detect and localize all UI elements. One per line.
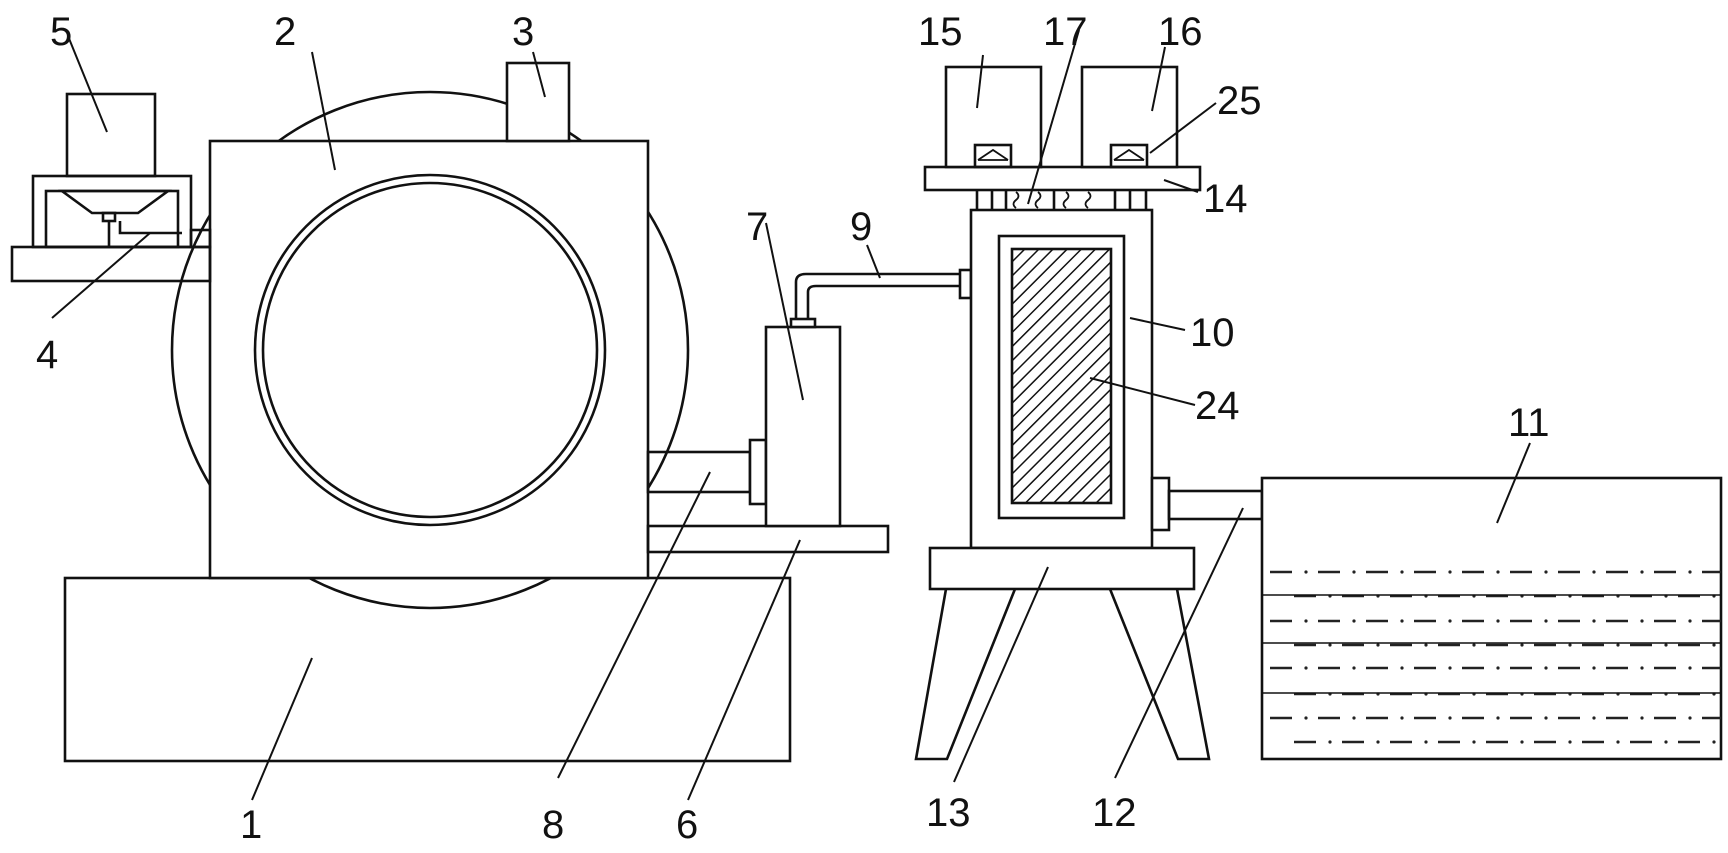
- label-15: 15: [918, 10, 963, 54]
- stand-top: [928, 546, 1196, 591]
- pump-outlet-cap: [789, 317, 817, 329]
- top-block: [505, 61, 571, 143]
- valve-25: [1109, 143, 1149, 169]
- pipe-inlet-flange: [958, 268, 973, 300]
- pump-platform: [646, 524, 890, 554]
- label-17: 17: [1043, 10, 1088, 54]
- connector-stub: [189, 228, 212, 249]
- stand: [914, 546, 1211, 761]
- filter-column: [969, 208, 1154, 550]
- water-fill: [1262, 570, 1721, 744]
- label-13: 13: [926, 791, 971, 835]
- labels: 5 2 3 4 1 8 6 7 9 15 17 16 25 14 10 24 1…: [36, 10, 1550, 847]
- feed-frame-outer: [31, 174, 193, 249]
- funnel-neck: [101, 211, 117, 223]
- filter-window-frame: [997, 234, 1126, 520]
- connecting-pipe: [794, 272, 962, 319]
- water-tank: [1260, 476, 1723, 761]
- label-2: 2: [274, 10, 296, 54]
- label-10: 10: [1190, 311, 1235, 355]
- funnel: [58, 189, 172, 215]
- base-block: [63, 576, 792, 763]
- label-7: 7: [746, 205, 768, 249]
- tank-body: [1260, 476, 1723, 761]
- label-11: 11: [1508, 401, 1550, 445]
- drum-outer-ring: [170, 90, 690, 610]
- label-5: 5: [50, 10, 72, 54]
- leader-lines: [51, 29, 1531, 801]
- stand-leg-left: [914, 588, 1017, 761]
- outlet-flange: [1150, 476, 1171, 532]
- top-plate-assembly: [923, 165, 1202, 210]
- dosing-box-left: [944, 65, 1043, 169]
- viewing-window-outer: [253, 173, 607, 527]
- left-shelf: [10, 245, 212, 283]
- label-16: 16: [1158, 10, 1203, 54]
- filter-media: [1010, 247, 1113, 505]
- housing-box: [208, 139, 650, 580]
- pump-assembly: [646, 317, 890, 554]
- outlet-tube: [1167, 489, 1264, 521]
- label-12: 12: [1092, 791, 1137, 835]
- label-14: 14: [1203, 177, 1248, 221]
- feed-assembly: [10, 92, 212, 283]
- stand-leg-right: [1108, 588, 1211, 761]
- outlet-pipe: [1150, 476, 1264, 532]
- feed-motor-arm: [118, 221, 182, 235]
- feed-box: [65, 92, 157, 178]
- pump-body: [764, 325, 842, 528]
- drum-assembly: [170, 90, 690, 610]
- top-plate: [923, 165, 1202, 192]
- label-25: 25: [1217, 79, 1262, 123]
- label-3: 3: [512, 10, 534, 54]
- pump-flange: [748, 438, 768, 506]
- label-4: 4: [36, 333, 58, 377]
- label-24: 24: [1195, 384, 1240, 428]
- dosing-box-right: [1080, 65, 1179, 169]
- label-1: 1: [240, 803, 262, 847]
- viewing-window-inner: [261, 181, 599, 519]
- dosing-boxes: [944, 65, 1179, 169]
- label-6: 6: [676, 803, 698, 847]
- label-9: 9: [850, 205, 872, 249]
- label-8: 8: [542, 803, 564, 847]
